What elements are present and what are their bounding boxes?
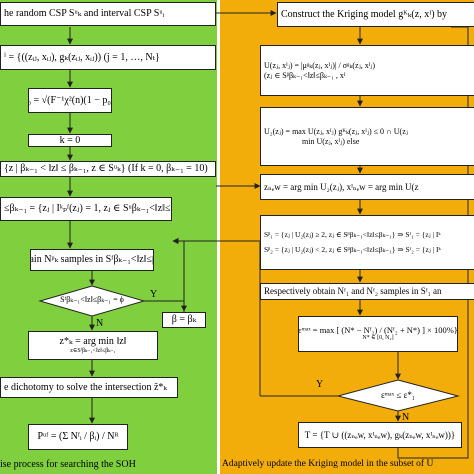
label-no-right: N bbox=[402, 412, 410, 423]
cross-panel-connectors bbox=[172, 10, 277, 244]
u-function-formula: U(zⱼ, xᴵⱼ) = |μᵍₖ(zⱼ, xᴵⱼ)| / σᵍₖ(zⱼ, xᴵ… bbox=[264, 61, 376, 71]
construct-kriging-box: Construct the Kriging model gᴷₖ(z, xᴵ) b… bbox=[277, 2, 474, 27]
epsilon-max-formula: εᵐᵃˣ = max [ (N* − Nᶠ₂) / (Nᶠ₂ + N*) ] ×… bbox=[298, 324, 458, 335]
subset-s2-formula: Sᵝ₂ = {zⱼ | U₂(zⱼ) < 2, zⱼ ∈ Sᵝβₖ₋₁<‖z‖≤… bbox=[264, 244, 441, 254]
diamond-empty-set-text: Sᶠβₖ₋₁<‖z‖≤βₖ₋₁ = ϕ bbox=[60, 295, 124, 304]
u-function-box: U(zⱼ, xᴵⱼ) = |μᵍₖ(zⱼ, xᴵⱼ)| / σᵍₖ(zⱼ, xᴵ… bbox=[260, 45, 474, 96]
update-training-set-box: T = {T ∪ ((zₙₑw, xᴵₙₑw), gₖ(zₙₑw, xᴵₙₑw)… bbox=[298, 422, 462, 448]
argmin-z-box: z*ₖ = arg min ‖z‖ z∈Sᶠβₖ₋₁<‖z‖≤βₖ₋₁ bbox=[28, 331, 158, 360]
label-yes-left: Y bbox=[150, 289, 158, 300]
left-caption: ise process for searching the SOH bbox=[0, 459, 136, 470]
argmin-z-subscript: z∈Sᶠβₖ₋₁<‖z‖≤βₖ₋₁ bbox=[70, 347, 116, 354]
subset-z-box: {z | βₖ₋₁ < ‖z‖ ≤ βₖ₋₁, z ∈ Sᵘₖ} (If k =… bbox=[0, 161, 216, 177]
epsilon-max-box: εᵐᵃˣ = max [ (N* − Nᶠ₂) / (Nᶠ₂ + N*) ] ×… bbox=[298, 316, 458, 352]
failure-prob-box: Pᵘᶠ = (Σ Nᶠᵢ / βᵢ) / Nᴿ bbox=[28, 424, 128, 450]
failure-set-box: ≤βₖ₋₁ = {zⱼ | Iᵏₚᶠ(zⱼ) = 1, zⱼ ∈ Sᵘβₖ₋₁<… bbox=[0, 197, 172, 221]
dichotomy-box: e dichotomy to solve the intersection z̃… bbox=[0, 377, 178, 398]
uz-case-min: min U(zⱼ, xᴵⱼ) else bbox=[302, 136, 360, 146]
beta0-box: β₀ = √(F⁻¹χ²(n)(1 − p₀)) bbox=[28, 88, 112, 113]
random-csp-box: he random CSP Sᵘₖ and interval CSP Sᵘᵢ bbox=[0, 2, 216, 26]
right-caption: Adaptively update the Kriging model in t… bbox=[222, 459, 434, 469]
obtain-n1-n2-box: Respectively obtain Nᶠ₁ and Nᶠ₂ samples … bbox=[260, 283, 474, 300]
label-yes-right: Y bbox=[316, 379, 324, 390]
u-function-domain: (zⱼ ∈ Sᵝβₖ₋₁<‖z‖≤βₖ₋₁ , xᴵ bbox=[264, 70, 346, 80]
label-no-left: N bbox=[96, 318, 104, 329]
obtain-samples-box: Obtain Nᵖₖ samples in Sᶠβₖ₋₁<‖z‖≤βₖ₋₁ bbox=[30, 249, 154, 271]
subsets-s1-s2-box: Sᵝ₁ = {zⱼ | U₂(zⱼ) ≥ 2, zⱼ ∈ Sᵝβₖ₋₁<‖z‖≤… bbox=[260, 215, 474, 270]
beta-update-box: β = βₖ bbox=[162, 312, 206, 328]
epsilon-max-subscript: N* ∈ [0, N₂] bbox=[362, 335, 394, 342]
argmin-z-text: z*ₖ = arg min ‖z‖ bbox=[59, 336, 127, 348]
left-panel bbox=[0, 0, 217, 474]
znew-box: zₙₑw = arg min U₂(zⱼ), xᴵₙₑw = arg min U… bbox=[260, 174, 474, 200]
training-set-box: ⁱ = {((zᵢⱼ, xᵢⱼ), gₖ(zᵢⱼ, xᵢⱼ)) (j = 1, … bbox=[0, 45, 216, 70]
subset-s1-formula: Sᵝ₁ = {zⱼ | U₂(zⱼ) ≥ 2, zⱼ ∈ Sᵝβₖ₋₁<‖z‖≤… bbox=[264, 229, 441, 239]
uz-case-max: U₂(zⱼ) = max U(zⱼ, xᴵⱼ) gᴷₖ(zⱼ, xᴵⱼ) ≤ 0… bbox=[264, 127, 408, 137]
uz-function-box: U₂(zⱼ) = max U(zⱼ, xᴵⱼ) gᴷₖ(zⱼ, xᴵⱼ) ≤ 0… bbox=[260, 107, 474, 166]
k-init-box: k = 0 bbox=[28, 134, 112, 147]
diamond-epsilon-text: εᵐᵃˣ ≤ ε*₁ bbox=[380, 390, 416, 400]
